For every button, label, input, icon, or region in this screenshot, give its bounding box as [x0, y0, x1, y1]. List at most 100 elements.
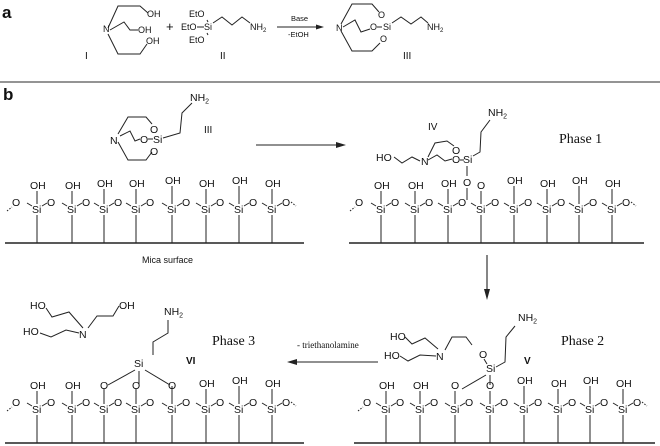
bond — [210, 202, 217, 207]
bond — [290, 401, 297, 407]
atom-oh: OH — [165, 175, 181, 187]
bond — [26, 402, 33, 407]
atom-si: Si — [476, 204, 485, 216]
atom-o: O — [451, 380, 459, 392]
atom-oh: OH — [129, 178, 145, 190]
atom-si: Si — [415, 404, 424, 416]
bond — [393, 156, 421, 164]
phase-1-label: Phase 1 — [559, 132, 602, 147]
atom-eto: EtO — [189, 9, 205, 19]
bond — [61, 402, 68, 407]
atom-oh: OH — [551, 378, 567, 390]
bond — [479, 402, 486, 407]
bond — [404, 202, 411, 207]
bond — [276, 202, 283, 207]
bond — [472, 119, 491, 157]
atom-o: O — [479, 349, 487, 361]
atom-o: O — [430, 397, 438, 409]
atom-si: Si — [32, 204, 41, 216]
bond — [195, 402, 202, 407]
bond — [391, 16, 429, 25]
bond — [470, 202, 477, 207]
bond — [61, 202, 68, 207]
atom-si: Si — [381, 404, 390, 416]
bond — [641, 401, 648, 407]
atom-si: Si — [509, 204, 518, 216]
bond — [452, 202, 459, 207]
bond — [144, 369, 171, 386]
atom-oh: OH — [232, 375, 248, 387]
release-label: - triethanolamine — [297, 340, 359, 350]
atom-o: O — [168, 380, 176, 392]
bond — [276, 402, 283, 407]
compound-label-iv: IV — [428, 122, 438, 133]
atom-si: Si — [67, 404, 76, 416]
atom-si: Si — [201, 204, 210, 216]
atom-o: O — [477, 180, 485, 192]
atom-oh: OH — [379, 380, 395, 392]
atom-oh: OH — [199, 178, 215, 190]
atom-o: O — [249, 197, 257, 209]
bond — [568, 202, 575, 207]
atom-o: O — [458, 197, 466, 209]
atom-si: Si — [607, 204, 616, 216]
atom-oh: OH — [97, 178, 113, 190]
bond — [612, 402, 619, 407]
atom-o: O — [568, 397, 576, 409]
atom-o: O — [249, 397, 257, 409]
atom-o: O — [370, 22, 377, 32]
arrow-phase-1 — [256, 142, 346, 148]
bond — [349, 206, 356, 212]
atom-o: O — [12, 197, 20, 209]
bond — [117, 141, 153, 161]
atom-si: Si — [134, 358, 143, 370]
atom-si: Si — [463, 154, 472, 166]
atom-n: N — [436, 351, 444, 363]
bond — [485, 202, 492, 207]
atom-n: N — [110, 135, 118, 147]
atom-oh: OH — [65, 180, 81, 192]
bond — [41, 402, 48, 407]
atom-o: O — [524, 197, 532, 209]
bond — [424, 402, 431, 407]
bond — [399, 354, 437, 362]
bond — [627, 402, 634, 407]
compound-iv: IV HO N O O Si NH2 O — [376, 107, 507, 200]
atom-o: O — [534, 397, 542, 409]
compound-label-i: I — [85, 51, 88, 62]
bond — [357, 406, 364, 412]
atom-si: Si — [32, 404, 41, 416]
atom-si: Si — [267, 204, 276, 216]
bond — [503, 202, 510, 207]
arrow-head — [287, 359, 297, 365]
atom-o: O — [633, 397, 641, 409]
compound-i: N OH OH OH I — [85, 5, 161, 62]
compound-v: HO HO N O Si NH2 V — [384, 312, 537, 390]
atom-oh: OH — [65, 380, 81, 392]
bond — [601, 202, 608, 207]
bond — [76, 202, 83, 207]
atom-n: N — [421, 156, 429, 168]
atom-oh: OH — [413, 380, 429, 392]
atom-o: O — [378, 10, 385, 20]
atom-si: Si — [201, 404, 210, 416]
bond — [551, 202, 558, 207]
bond — [518, 202, 525, 207]
atom-si: Si — [485, 404, 494, 416]
atom-eto: EtO — [181, 22, 197, 32]
atom-si: Si — [99, 204, 108, 216]
bond — [616, 202, 623, 207]
bond — [630, 201, 637, 207]
atom-o: O — [114, 397, 122, 409]
arrow-phase-3: - triethanolamine — [287, 340, 378, 365]
atom-oh: OH — [441, 178, 457, 190]
atom-o: O — [622, 197, 630, 209]
atom-si: Si — [131, 404, 140, 416]
atom-si: Si — [234, 204, 243, 216]
atom-oh: OH — [30, 180, 46, 192]
bond — [228, 402, 235, 407]
atom-si: Si — [553, 404, 562, 416]
arrow-head — [484, 289, 490, 300]
